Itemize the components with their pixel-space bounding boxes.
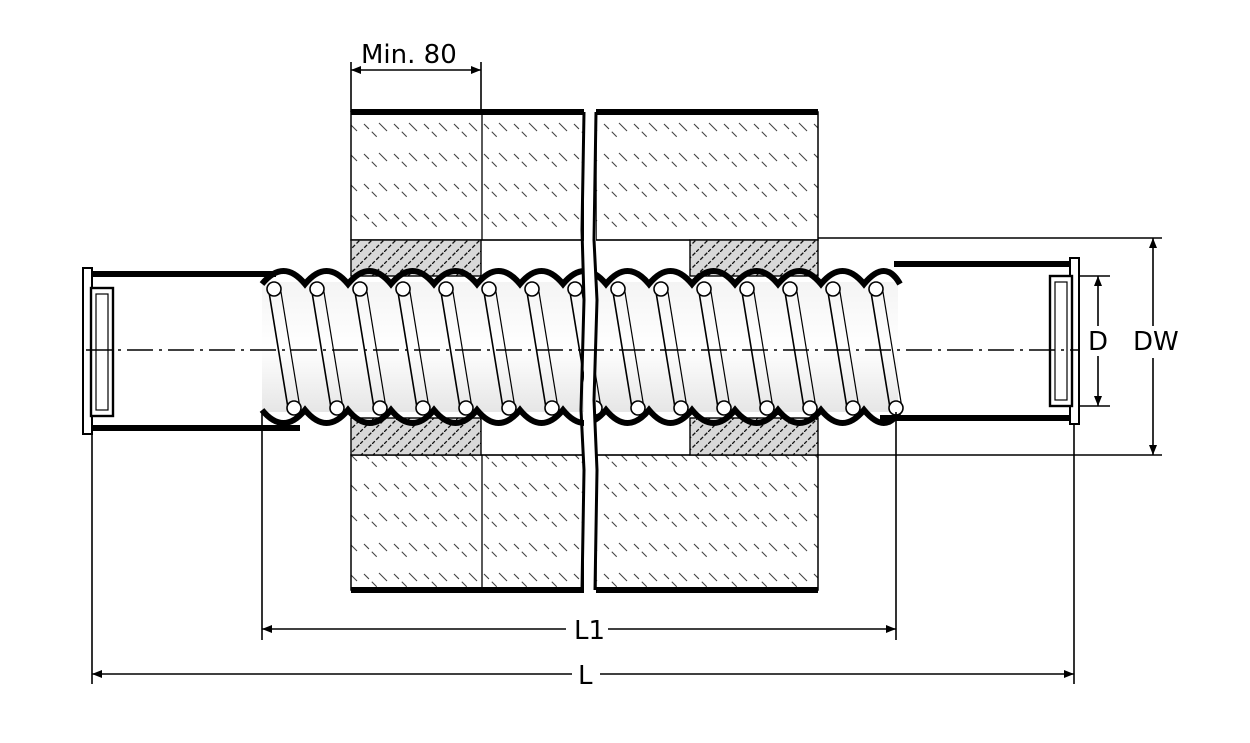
hose-coil-edge xyxy=(795,285,817,409)
hose-coil xyxy=(611,285,633,409)
hose-wire-section xyxy=(415,400,431,416)
wall-left-upper xyxy=(350,111,585,241)
label-l: L xyxy=(578,661,593,691)
hose-coil-edge xyxy=(279,285,301,409)
hose-coil-edge xyxy=(494,285,516,409)
hose-coil xyxy=(439,285,461,409)
hose-wire-section xyxy=(329,400,345,416)
hose-coil xyxy=(396,285,418,409)
wall-right-upper xyxy=(595,111,819,241)
right-end-cap xyxy=(1048,274,1074,408)
hose-coil xyxy=(740,285,762,409)
hose-coil xyxy=(697,285,719,409)
left-end-cap xyxy=(89,286,115,418)
hose-coil-edge xyxy=(666,285,688,409)
hose-wire-section xyxy=(782,281,798,297)
right-sleeve xyxy=(880,257,1080,425)
hose-coil xyxy=(783,285,805,409)
left-sleeve xyxy=(82,267,300,435)
dimension-l1: L1 xyxy=(261,412,897,646)
dimension-min-80: Min. 80 xyxy=(350,40,482,112)
hose-coil-edge xyxy=(623,285,645,409)
hose-wire-section xyxy=(630,400,646,416)
hose-wire-section xyxy=(458,400,474,416)
dimension-dw: DW xyxy=(818,237,1179,456)
dimension-l: L xyxy=(91,424,1075,691)
hose-coil xyxy=(654,285,676,409)
hose-wire-section xyxy=(673,400,689,416)
hose-coil-edge xyxy=(365,285,387,409)
hose-wire-section xyxy=(544,400,560,416)
wall-right xyxy=(595,109,819,593)
hose-wire-section xyxy=(696,281,712,297)
hose-coil xyxy=(525,285,547,409)
hose-coil xyxy=(869,285,891,409)
hose-wire-section xyxy=(653,281,669,297)
hose-wire-section xyxy=(825,281,841,297)
hose-coil xyxy=(482,285,504,409)
hose-coil-edge xyxy=(709,285,731,409)
hose-wire-section xyxy=(716,400,732,416)
wall-right-lower xyxy=(595,454,819,591)
label-l1: L1 xyxy=(574,616,605,646)
hose-wire-section xyxy=(739,281,755,297)
wall-left-lower xyxy=(350,454,585,591)
wall-left xyxy=(350,109,585,593)
hose-coil-edge xyxy=(451,285,473,409)
hose-coil xyxy=(826,285,848,409)
hose-wire-section xyxy=(309,281,325,297)
hose-wire-section xyxy=(524,281,540,297)
hose-wire-section xyxy=(567,281,583,297)
hose-wire-section xyxy=(352,281,368,297)
hose-coil-edge xyxy=(408,285,430,409)
hose-wire-section xyxy=(286,400,302,416)
label-min-80: Min. 80 xyxy=(361,40,457,70)
hose-wire-section xyxy=(501,400,517,416)
hose-wire-section xyxy=(802,400,818,416)
hose-coil-edge xyxy=(752,285,774,409)
hose-wire-section xyxy=(395,281,411,297)
hose-coil xyxy=(267,285,289,409)
hose-wire-section xyxy=(372,400,388,416)
hose-wire-section xyxy=(438,281,454,297)
hose-wire-section xyxy=(845,400,861,416)
hose-coil xyxy=(310,285,332,409)
hose-wire-section xyxy=(610,281,626,297)
hose-coil-edge xyxy=(537,285,559,409)
hose-wire-section xyxy=(868,281,884,297)
dimension-d: D xyxy=(1078,275,1110,407)
hose-coil-edge xyxy=(838,285,860,409)
hose-wire-section xyxy=(266,281,282,297)
hose-coil-edge xyxy=(881,285,903,409)
hose-wire-section xyxy=(481,281,497,297)
label-dw: DW xyxy=(1133,327,1179,357)
label-d: D xyxy=(1088,327,1108,357)
hose-coil xyxy=(353,285,375,409)
hose-wire-section xyxy=(759,400,775,416)
hose-coil-edge xyxy=(322,285,344,409)
wall-joint xyxy=(579,100,599,595)
